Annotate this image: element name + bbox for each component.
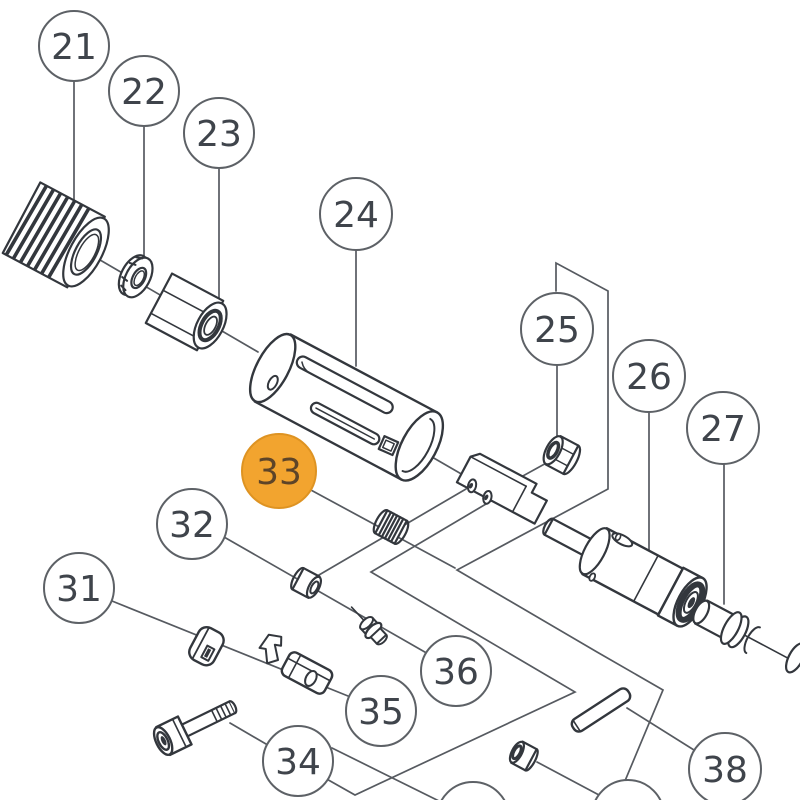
callout-number: 35 [358,692,404,733]
callout-number: 38 [702,750,748,791]
callout-31[interactable]: 31 [43,552,115,624]
partial-callouts [440,779,662,800]
callout-circle[interactable] [262,725,334,797]
part-31-cap [188,625,225,667]
callout-circle[interactable] [108,55,180,127]
section-zigzag-1 [455,261,665,800]
callout-number: 31 [56,569,102,610]
callout-33[interactable]: 33 [241,433,317,509]
part-24-barrel [248,332,445,482]
partial-callout-0 [440,781,506,800]
part-34-socket-bolt [152,700,238,757]
callout-35[interactable]: 35 [345,675,417,747]
part-22-washer [117,254,154,299]
callout-circle[interactable] [520,292,594,366]
callout-circle[interactable] [688,732,762,800]
parts-layer [1,181,800,772]
callout-32[interactable]: 32 [156,488,228,560]
part-36-screw-set [350,606,388,646]
callout-26[interactable]: 26 [612,339,686,413]
callout-number: 26 [626,357,672,398]
callout-number: 33 [256,452,302,493]
part-25-hex-nut [542,435,582,476]
callout-circle[interactable] [38,10,110,82]
callout-circle[interactable] [612,339,686,413]
callout-number: 27 [700,409,746,450]
callout-circle[interactable] [156,488,228,560]
part-26-spindle [542,517,708,628]
callout-circle[interactable] [241,433,317,509]
callout-number: 23 [196,114,242,155]
callout-number: 34 [275,742,321,783]
callout-circle[interactable] [345,675,417,747]
callout-number: 22 [121,72,167,113]
part-38-pin [570,687,632,733]
part-shaft-clamp-block [455,452,548,525]
part-33-knurled-nut [372,509,410,545]
callout-circle[interactable] [43,552,115,624]
callout-number: 25 [534,310,580,351]
callout-circle[interactable] [319,177,393,251]
partial-callout-1 [594,779,662,800]
callout-circle[interactable] [183,97,255,169]
callout-circle[interactable] [420,635,492,707]
leader-34 [229,722,267,745]
part-32-bushing [290,566,323,599]
callout-circle[interactable] [686,391,760,465]
callout-23[interactable]: 23 [183,97,255,169]
callout-number: 21 [51,27,97,68]
part-35-lever-clip [258,633,283,665]
callout-number: 24 [333,195,379,236]
part-23-hex-sleeve [144,272,228,352]
callout-22[interactable]: 22 [108,55,180,127]
callout-21[interactable]: 21 [38,10,110,82]
callout-number: 36 [433,652,479,693]
callout-34[interactable]: 34 [262,725,334,797]
callout-24[interactable]: 24 [319,177,393,251]
part-27-bolt [692,599,800,674]
callout-27[interactable]: 27 [686,391,760,465]
callout-38[interactable]: 38 [688,732,762,800]
part-bottom-nut [508,740,539,772]
leader-34-down [331,747,439,800]
callout-36[interactable]: 36 [420,635,492,707]
callout-number: 32 [169,505,215,546]
leader-chain-32-36 [223,536,431,656]
part-21-threaded-collar [1,181,110,289]
screw-axis-line [294,488,467,590]
part-35-clamp-body [280,651,334,695]
callouts-layer: 21 22 23 24 25 26 27 31 32 33 34 35 36 38 [38,10,762,800]
callout-25[interactable]: 25 [520,292,594,366]
leader-bottom-nut [536,761,600,796]
leader-38 [626,707,695,751]
